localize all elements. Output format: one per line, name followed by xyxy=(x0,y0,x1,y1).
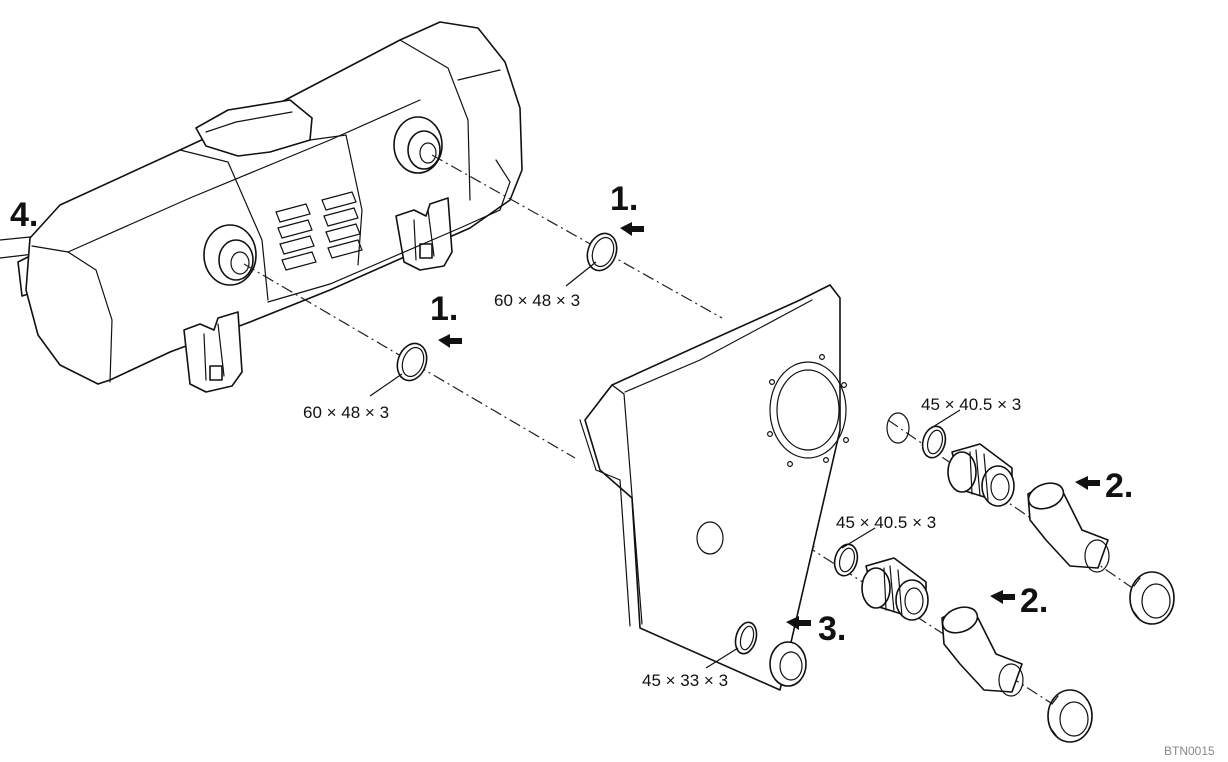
step-label-4: 4. xyxy=(10,196,38,234)
mounting-clip-left xyxy=(183,311,243,393)
hose-elbow-lower xyxy=(941,606,1024,697)
o-ring-right-upper xyxy=(921,425,947,459)
panel-hole-upper xyxy=(886,412,910,444)
mounting-clip-right xyxy=(395,197,453,271)
step-label-3: 3. xyxy=(818,610,846,648)
step-label-1-upper: 1. xyxy=(610,180,638,218)
panel-flange-opening xyxy=(766,354,849,468)
arrow-icon xyxy=(786,616,811,630)
union-nut-lower xyxy=(1047,689,1093,743)
o-ring-right-lower xyxy=(833,543,859,577)
dimension-label-oring-right-lower: 45 × 40.5 × 3 xyxy=(836,513,936,532)
direction-arrows xyxy=(438,222,1100,630)
dimension-label-oring-right-upper: 45 × 40.5 × 3 xyxy=(921,395,1021,414)
filter-housing xyxy=(0,21,523,393)
threaded-adapter-lower xyxy=(861,557,929,621)
vent-grille xyxy=(275,191,363,271)
outlet-port-upper xyxy=(393,116,443,174)
step-label-1-lower: 1. xyxy=(430,290,458,328)
fitting-assembly-lower xyxy=(833,543,1093,743)
arrow-icon xyxy=(990,590,1015,604)
blind-cap xyxy=(769,641,807,687)
o-ring-lower xyxy=(396,342,428,382)
o-ring-small xyxy=(734,621,758,655)
step-label-2-upper: 2. xyxy=(1105,467,1133,505)
arrow-icon xyxy=(438,334,462,348)
dimension-label-oring-lower: 60 × 48 × 3 xyxy=(303,403,389,422)
arrow-icon xyxy=(1075,476,1100,490)
leader-lines xyxy=(369,261,961,669)
mounting-panel xyxy=(579,284,849,691)
figure-code: BTN0015 xyxy=(1164,744,1215,758)
dimension-label-oring-upper: 60 × 48 × 3 xyxy=(494,291,580,310)
o-ring-upper xyxy=(586,232,618,272)
outlet-port-lower xyxy=(203,224,257,286)
arrow-icon xyxy=(620,222,644,236)
panel-hole xyxy=(696,521,724,555)
threaded-adapter-upper xyxy=(947,443,1015,507)
hose-elbow-upper xyxy=(1027,482,1110,573)
step-label-2-lower: 2. xyxy=(1020,582,1048,620)
union-nut-upper xyxy=(1129,571,1175,625)
fitting-assembly-upper xyxy=(886,412,1175,625)
dimension-label-oring-small: 45 × 33 × 3 xyxy=(642,671,728,690)
